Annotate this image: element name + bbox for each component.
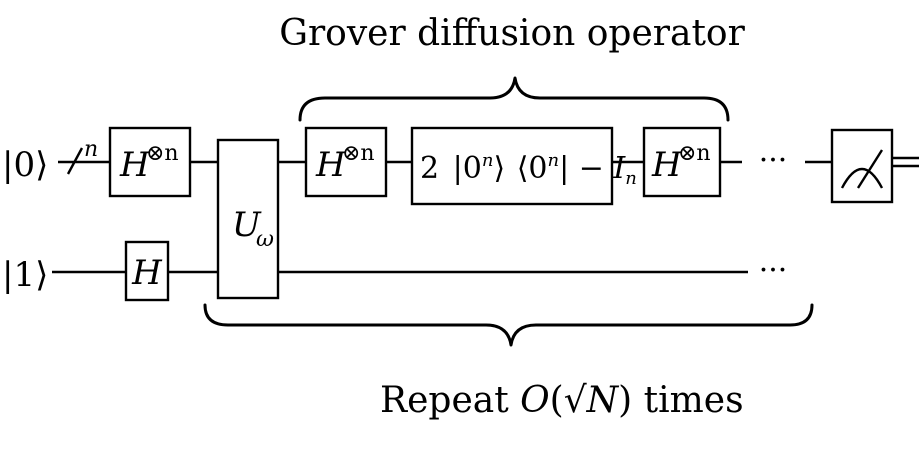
hadamard-n-gate-2: H ⊗n <box>304 126 388 198</box>
svg-text:H: H <box>315 145 347 185</box>
svg-text:⊗n: ⊗n <box>678 141 711 166</box>
diagram-title: Grover diffusion operator <box>279 13 745 54</box>
qubit-bottom-state: |1⟩ <box>2 255 48 295</box>
hadamard-n-gate-1: H ⊗n <box>108 126 192 198</box>
svg-text:U: U <box>232 205 262 245</box>
oracle-gate: U ω <box>216 138 280 300</box>
hadamard-n-gate-3: H ⊗n <box>642 126 722 198</box>
register-size-label: n <box>84 137 98 162</box>
bottom-wire-continuation: ··· <box>759 253 788 288</box>
top-wire-continuation: ··· <box>759 143 788 178</box>
repeat-brace <box>203 303 814 347</box>
svg-text:⊗n: ⊗n <box>146 141 179 166</box>
register-slash-icon <box>66 147 84 175</box>
svg-text:H: H <box>119 145 151 185</box>
hadamard-gate: H <box>124 240 170 302</box>
svg-text:H: H <box>131 253 163 293</box>
repeat-caption: Repeat O(√N) times <box>380 380 744 421</box>
reflection-gate: 2 |0n⟩ ⟨0n| − In <box>410 126 637 206</box>
svg-text:ω: ω <box>256 227 274 252</box>
qubit-top-state: |0⟩ <box>2 145 48 185</box>
svg-text:Repeat O(√N) times: Repeat O(√N) times <box>380 380 744 421</box>
svg-text:H: H <box>651 145 683 185</box>
diffusion-brace <box>298 76 730 122</box>
classical-output-wire <box>892 156 919 168</box>
svg-text:2 |0n⟩ ⟨0n| − In: 2 |0n⟩ ⟨0n| − In <box>420 150 637 189</box>
measurement-meter-icon <box>830 128 894 204</box>
svg-text:⊗n: ⊗n <box>342 141 375 166</box>
